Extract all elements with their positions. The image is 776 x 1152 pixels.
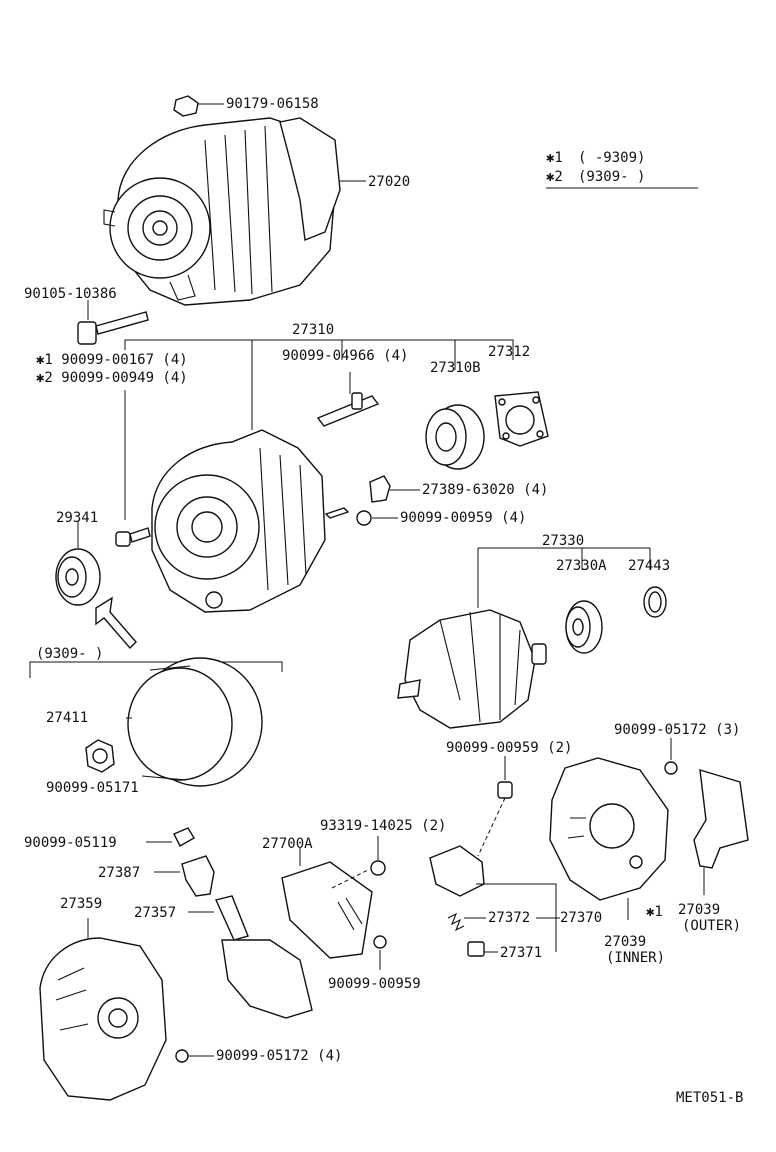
label-27371: 27371 (500, 945, 542, 961)
screw-90099-00167 (115, 527, 151, 547)
label-29341: 29341 (56, 510, 98, 526)
pulley-27411 (126, 657, 263, 787)
retainer-27312 (494, 391, 549, 447)
stud-90099-04966 (316, 392, 380, 427)
label-90179-06158: 90179-06158 (226, 96, 319, 112)
label-27700A: 27700A (262, 836, 313, 852)
terminal-27387 (154, 855, 215, 897)
label-27359: 27359 (60, 896, 102, 912)
label-90099-00959: 90099-00959 (328, 976, 421, 992)
label-27020: 27020 (368, 174, 410, 190)
brush-27371 (467, 941, 498, 957)
label-9309: (9309- ) (36, 646, 103, 662)
ring-27443 (643, 586, 667, 618)
revision-legend: ✱1 ( -9309) ✱2 (9309- ) (546, 150, 698, 189)
rectifier-end-frame (549, 757, 669, 920)
screw-90099-00959-2 (477, 756, 513, 857)
holder-27357 (188, 895, 313, 1019)
diagram-code: MET051-B (676, 1090, 743, 1106)
rear-end-frame-27359 (39, 918, 167, 1101)
screw-90099-00959 (373, 935, 387, 970)
label-27312: 27312 (488, 344, 530, 360)
screw-90099-05172-4 (175, 1049, 214, 1063)
screw-90099-00959-4 (324, 507, 398, 526)
label-27372: 27372 (488, 910, 530, 926)
label-27310: 27310 (292, 322, 334, 338)
label-90099-00949: ✱2 90099-00949 (4) (36, 370, 188, 386)
legend-row2-mark: ✱2 (546, 169, 563, 185)
label-inner: (INNER) (606, 950, 665, 966)
label-90099-05172-3: 90099-05172 (3) (614, 722, 740, 738)
collar-29341 (55, 522, 101, 606)
label-27039-outer: 27039 (678, 902, 720, 918)
regulator-27700A (281, 848, 373, 959)
label-27039-inner: 27039 (604, 934, 646, 950)
label-90099-05171: 90099-05171 (46, 780, 139, 796)
cover-27039-outer (693, 769, 749, 895)
label-90099-05119: 90099-05119 (24, 835, 117, 851)
label-27330: 27330 (542, 533, 584, 549)
alternator-assembly (103, 117, 341, 306)
label-27387: 27387 (98, 865, 140, 881)
nut-90179 (173, 95, 224, 117)
bolt-90105 (77, 300, 149, 345)
legend-row2-range: (9309- ) (578, 169, 645, 185)
label-27443: 27443 (628, 558, 670, 574)
bearing-27330A (565, 600, 603, 654)
spring-27372 (447, 912, 486, 932)
label-27411: 27411 (46, 710, 88, 726)
nut-90099-05171 (85, 739, 115, 773)
screw-90099-05172-3 (664, 738, 678, 775)
legend-row1-range: ( -9309) (578, 150, 645, 166)
label-90099-04966: 90099-04966 (4) (282, 348, 408, 364)
label-93319-14025: 93319-14025 (2) (320, 818, 446, 834)
plate-27389 (369, 475, 420, 503)
label-27330A: 27330A (556, 558, 607, 574)
brush-holder-27370 (429, 845, 557, 952)
label-90099-00959-4: 90099-00959 (4) (400, 510, 526, 526)
bearing-27310B (425, 404, 485, 470)
label-outer: (OUTER) (682, 918, 741, 934)
label-90099-00167: ✱1 90099-00167 (4) (36, 352, 188, 368)
label-27370: 27370 (560, 910, 602, 926)
label-90099-05172-4: 90099-05172 (4) (216, 1048, 342, 1064)
drive-end-frame (151, 429, 326, 613)
washer-93319 (370, 836, 386, 876)
label-90105-10386: 90105-10386 (24, 286, 117, 302)
label-27310B: 27310B (430, 360, 481, 376)
label-star1: ✱1 (646, 904, 663, 920)
label-27389-63020: 27389-63020 (4) (422, 482, 548, 498)
cap-90099-05119 (146, 827, 195, 847)
rotor-27330 (397, 609, 547, 729)
label-90099-00959-2: 90099-00959 (2) (446, 740, 572, 756)
legend-row1-mark: ✱1 (546, 150, 563, 166)
label-27357: 27357 (134, 905, 176, 921)
